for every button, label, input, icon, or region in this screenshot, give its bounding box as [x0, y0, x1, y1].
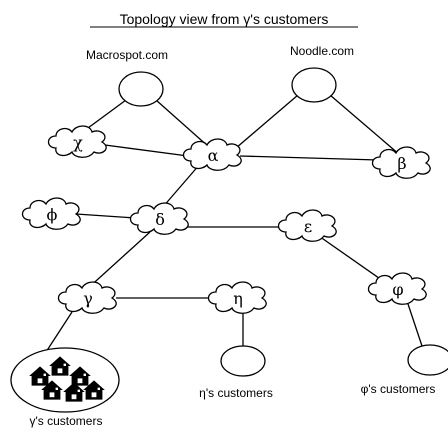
node-chi-label: χ	[73, 133, 83, 152]
node-phi: ϕ	[21, 197, 81, 230]
link-noodle-alpha	[235, 94, 299, 149]
link-epsilon-varphi	[315, 233, 387, 284]
eta-customers: η's customers	[199, 345, 273, 400]
node-varphi-label: φ	[392, 280, 403, 299]
node-epsilon: ε	[277, 209, 337, 242]
link-noodle-beta	[329, 94, 401, 156]
node-gamma-label: γ	[83, 289, 93, 308]
node-beta-label: β	[397, 154, 406, 173]
link-macrospot-chi	[87, 99, 127, 129]
varphi-customers-label: φ's customers	[361, 382, 436, 396]
link-chi-alpha	[104, 144, 189, 157]
node-gamma: γ	[57, 281, 117, 314]
links	[45, 94, 423, 353]
gamma-customers: γ's customers	[10, 347, 120, 428]
diagram-title: Topology view from γ's customers	[120, 11, 329, 27]
gamma-customers-ellipse-icon	[10, 347, 120, 413]
link-delta-gamma	[85, 231, 151, 291]
link-gamma-customers	[45, 311, 73, 353]
varphi-customers-ellipse-icon	[407, 344, 448, 376]
node-alpha: α	[182, 138, 242, 171]
node-eta-label: η	[233, 289, 243, 308]
link-macrospot-alpha	[155, 99, 211, 149]
node-varphi: φ	[367, 272, 427, 305]
link-varphi-customers	[407, 303, 423, 347]
link-phi-delta	[75, 213, 136, 219]
node-alpha-label: α	[208, 146, 219, 165]
node-phi-label: ϕ	[47, 205, 58, 224]
node-eta: η	[207, 281, 267, 314]
macrospot-ellipse-icon	[118, 71, 164, 107]
noodle-label: Noodle.com	[290, 44, 354, 58]
noodle-ellipse-icon	[291, 67, 337, 103]
macrospot-label: Macrospot.com	[86, 48, 168, 62]
link-alpha-delta	[161, 163, 201, 209]
node-beta: β	[371, 146, 431, 179]
gamma-customers-label: γ's customers	[30, 414, 103, 428]
node-delta: δ	[129, 202, 189, 235]
eta-customers-ellipse-icon	[220, 345, 266, 377]
node-epsilon-label: ε	[304, 217, 312, 236]
node-delta-label: δ	[155, 210, 165, 229]
node-chi: χ	[47, 125, 107, 158]
link-alpha-beta	[239, 155, 379, 161]
eta-customers-label: η's customers	[199, 386, 273, 400]
varphi-customers: φ's customers	[361, 344, 448, 396]
